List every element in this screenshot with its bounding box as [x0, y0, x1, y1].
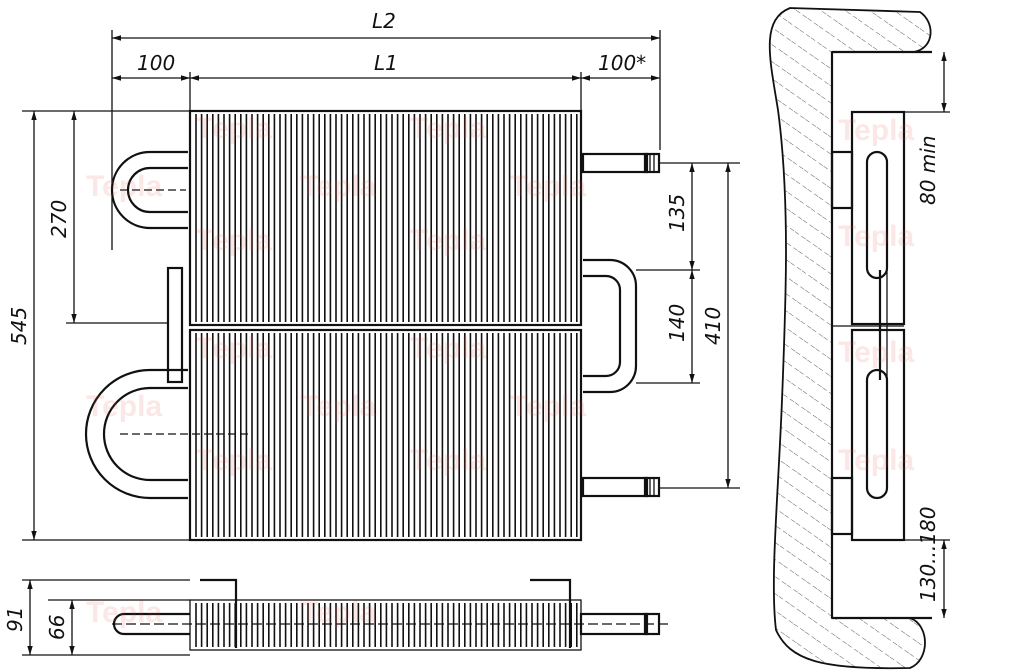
horizontal-dimensions: L2 L1 100 100*	[111, 9, 661, 250]
left-vertical-dimensions: 545 270	[7, 110, 190, 541]
right-pipe-top	[581, 152, 661, 174]
watermark: Tepla	[196, 444, 272, 477]
top-view-bracket-right	[530, 578, 572, 648]
watermark: Tepla	[838, 444, 914, 477]
right-offset-label: 100*	[598, 51, 646, 75]
wall-face	[832, 52, 932, 618]
side-upper-module	[850, 110, 906, 326]
side-view: 80 min 130...180	[768, 7, 950, 670]
left-bend-lower	[84, 368, 188, 500]
right-pipe-bottom	[581, 476, 661, 498]
center-bar	[166, 266, 184, 384]
side-lower-module	[850, 328, 906, 542]
watermark: Tepla	[410, 112, 486, 145]
watermarks: Tepla Tepla Tepla Tepla Tepla Tepla Tepl…	[86, 112, 914, 629]
depth-total-label: 91	[3, 607, 27, 632]
wall-gap-bottom-label: 130...180	[916, 507, 940, 602]
watermark: Tepla	[300, 390, 376, 423]
wall-section	[768, 7, 932, 670]
right-vertical-dimensions: 135 140 410	[636, 162, 740, 489]
top-view-bracket-left	[200, 578, 238, 648]
watermark: Tepla	[196, 332, 272, 365]
watermark: Tepla	[410, 332, 486, 365]
right-bend-middle	[583, 258, 638, 394]
pipe-spacing-upper-label: 135	[665, 194, 689, 232]
watermark: Tepla	[410, 444, 486, 477]
l1-label: L1	[374, 51, 398, 75]
depth-core-label: 66	[45, 615, 69, 640]
top-view: 91 66	[3, 578, 668, 656]
watermark: Tepla	[510, 170, 586, 203]
height-total-label: 545	[7, 307, 31, 345]
lower-fin-block	[188, 328, 583, 542]
front-view	[84, 109, 661, 542]
watermark: Tepla	[196, 112, 272, 145]
watermark: Tepla	[196, 224, 272, 257]
top-view-fins	[195, 603, 578, 647]
watermark: Tepla	[86, 390, 162, 423]
watermark: Tepla	[410, 224, 486, 257]
pipe-spacing-total-label: 410	[701, 307, 725, 345]
upper-fin-block	[188, 109, 583, 327]
watermark: Tepla	[300, 596, 376, 629]
watermark: Tepla	[838, 336, 914, 369]
side-lower-slot	[865, 368, 889, 500]
upper-fins	[195, 114, 578, 322]
height-upper-label: 270	[47, 200, 71, 238]
watermark: Tepla	[838, 220, 914, 253]
watermark: Tepla	[510, 390, 586, 423]
watermark: Tepla	[300, 170, 376, 203]
watermark: Tepla	[86, 596, 162, 629]
lower-fins	[195, 333, 578, 537]
watermark: Tepla	[86, 170, 162, 203]
watermark: Tepla	[838, 114, 914, 147]
left-offset-label: 100	[137, 51, 175, 75]
wall-gap-top-label: 80 min	[916, 135, 940, 205]
pipe-spacing-mid-label: 140	[665, 304, 689, 342]
side-upper-slot	[865, 150, 889, 280]
l2-label: L2	[372, 9, 396, 33]
